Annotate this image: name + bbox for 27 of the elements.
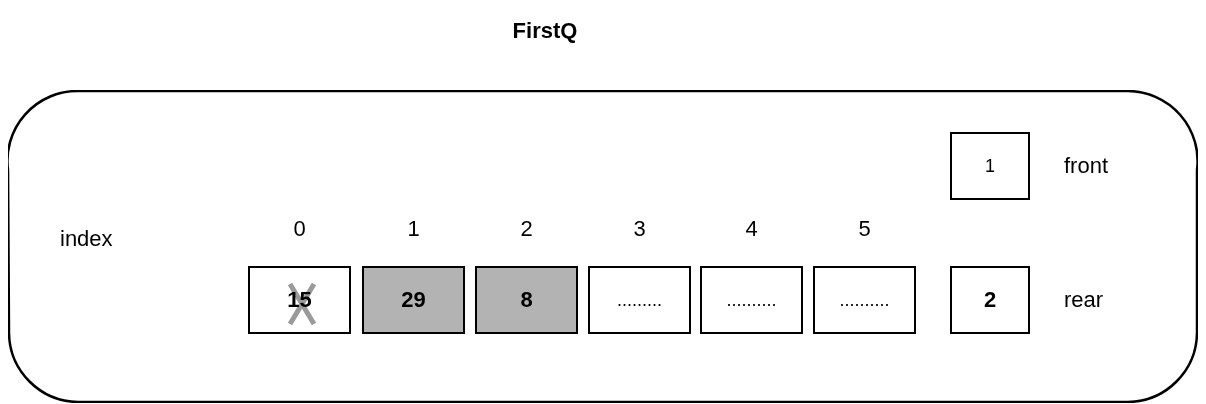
cell-value: 29 [401, 287, 426, 313]
array-cell [813, 266, 916, 334]
field-label: front [1064, 153, 1109, 179]
placeholder-dots: .......... [726, 289, 777, 311]
array-cell [475, 266, 578, 334]
array-cell [362, 266, 465, 334]
index-number: 2 [520, 216, 533, 242]
index-number: 5 [858, 216, 871, 242]
field-label: rear [1064, 287, 1104, 313]
placeholder-dots: ......... [617, 289, 662, 311]
index-number: 4 [745, 216, 758, 242]
cell-value: 2 [983, 287, 997, 313]
index-number: 0 [293, 216, 306, 242]
placeholder-dots: 1 [985, 155, 995, 177]
index-number: 3 [633, 216, 646, 242]
title: FirstQ [512, 18, 578, 44]
row-label: index [60, 226, 113, 252]
array-cell [700, 266, 803, 334]
rounded-container [8, 90, 1198, 403]
array-cell [588, 266, 691, 334]
placeholder-dots: .......... [839, 289, 890, 311]
cell-value: 15 [287, 287, 312, 313]
value-box [950, 132, 1030, 200]
array-cell [248, 266, 351, 334]
cell-value: 8 [520, 287, 533, 313]
value-box [950, 266, 1030, 334]
index-number: 1 [407, 216, 420, 242]
